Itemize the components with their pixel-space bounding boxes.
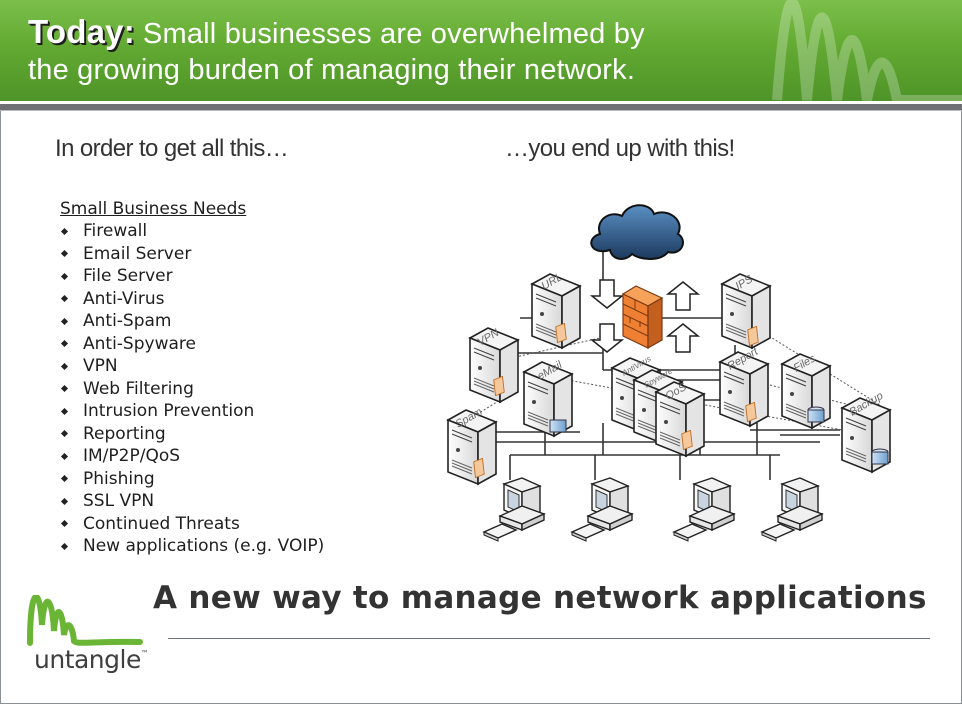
diamond-bullet-icon [60,295,69,303]
list-item: Web Filtering [60,378,324,401]
workstation-icon [483,477,545,542]
diamond-bullet-icon [60,340,69,348]
list-item-label: Firewall [83,221,148,241]
internet-cloud-icon [590,204,684,260]
tagline: A new way to manage network applications [153,580,927,616]
firewall-brick-icon [621,285,664,350]
untangle-logo-wave-icon [27,595,143,646]
server-report-icon: Report [719,345,769,427]
diamond-bullet-icon [60,430,69,438]
network-diagram: URL IPS VPN eMail AntiVirus Spyware QoS … [447,204,891,542]
list-item-label: Anti-Virus [83,288,165,309]
diamond-bullet-icon [60,362,69,370]
subheading-right: …you end up with this! [505,135,735,162]
server-vpn-icon: VPN [469,327,519,403]
trademark-symbol: ™ [140,649,149,658]
list-item: Reporting [60,423,324,446]
subheading-left: In order to get all this… [55,135,289,162]
list-item-label: VPN [83,356,118,376]
list-item-label: Anti-Spam [83,311,172,331]
list-item: Anti-Spam [60,310,324,333]
list-item: Continued Threats [60,513,324,536]
arrow-up-icon [665,281,701,353]
list-item: Intrusion Prevention [60,400,324,423]
diamond-bullet-icon [60,317,69,325]
list-item: Phishing [60,468,324,491]
diamond-bullet-icon [60,542,69,550]
list-item-label: Continued Threats [83,513,240,534]
diamond-bullet-icon [60,475,69,483]
server-spam-icon: Spam [447,406,497,485]
list-item-label: IM/P2P/QoS [83,446,181,466]
server-email-icon: eMail [523,359,573,437]
diamond-bullet-icon [60,227,69,235]
list-item-label: Reporting [83,423,166,444]
tagline-underline [168,638,930,639]
list-item-label: Anti-Spyware [83,333,196,354]
server-url-icon: URL [531,271,581,349]
list-item: File Server [60,265,324,288]
list-item: Anti-Spyware [60,333,324,356]
server-files-icon: Files [781,352,831,429]
wave-watermark-icon [772,0,962,101]
list-item: IM/P2P/QoS [60,445,324,468]
server-ips-icon: IPS [721,273,771,349]
server-backup-icon: Backup [841,390,891,473]
diamond-bullet-icon [60,497,69,505]
list-item: Firewall [60,220,324,243]
workstation-icon [571,477,633,542]
diamond-bullet-icon [60,385,69,393]
list-item: VPN [60,355,324,378]
page-title: Today:Small businesses are overwhelmed b… [28,14,645,88]
needs-list: Firewall Email Server File Server Anti-V… [60,220,324,558]
header-banner: Today:Small businesses are overwhelmed b… [0,0,962,101]
list-item-label: SSL VPN [83,491,155,511]
server-spyware-icon: Spyware [633,366,683,445]
grey-divider-bar [0,104,962,111]
title-lead: Today: [28,13,135,50]
list-item-label: Intrusion Prevention [83,401,255,421]
list-item: Email Server [60,243,324,266]
title-line-2: the growing burden of managing their net… [28,54,636,86]
server-qos-icon: QoS [655,381,705,457]
needs-list-section: Small Business Needs Firewall Email Serv… [60,198,324,558]
diamond-bullet-icon [60,250,69,258]
diamond-bullet-icon [60,520,69,528]
workstation-icon [761,477,823,542]
arrow-down-icon [589,279,625,353]
title-line-1: Small businesses are overwhelmed by [142,18,645,50]
list-item-label: Phishing [83,468,155,489]
diamond-bullet-icon [60,272,69,280]
list-item: SSL VPN [60,490,324,513]
needs-list-title: Small Business Needs [60,199,247,219]
banner-separator [0,101,962,104]
list-item: Anti-Virus [60,288,324,311]
logo-wordmark: untangle [34,645,141,674]
untangle-logo-text: untangle™ [34,645,149,674]
list-item: New applications (e.g. VOIP) [60,535,324,558]
list-item-label: File Server [83,266,173,286]
diamond-bullet-icon [60,407,69,415]
list-item-label: Web Filtering [83,378,194,399]
list-item-label: Email Server [83,243,192,264]
workstation-icon [673,477,735,542]
diamond-bullet-icon [60,452,69,460]
list-item-label: New applications (e.g. VOIP) [83,536,325,556]
